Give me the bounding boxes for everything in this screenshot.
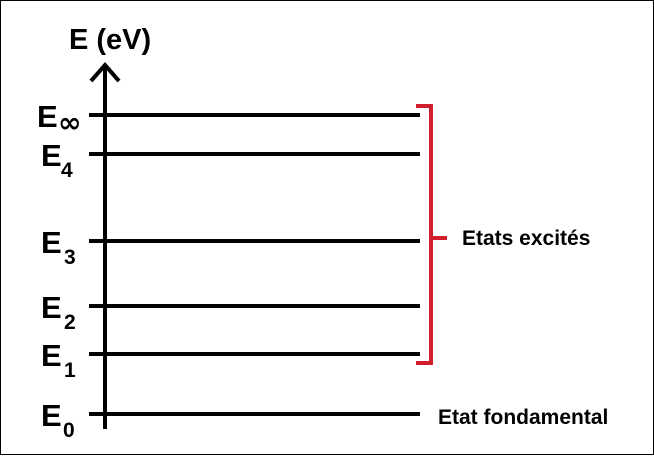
level-subscript: 4	[61, 159, 73, 182]
axis-arrow-icon	[89, 61, 121, 83]
level-label-inf: E ∞	[37, 99, 81, 139]
level-letter: E	[37, 99, 58, 134]
level-label-2: E 2	[41, 290, 76, 334]
axis-title: E (eV)	[69, 24, 151, 56]
infinity-subscript: ∞	[58, 106, 81, 139]
level-subscript: 2	[64, 311, 76, 334]
ground-state-label: Etat fondamental	[438, 406, 608, 429]
level-letter: E	[41, 225, 62, 260]
level-label-4: E 4	[41, 138, 73, 182]
excited-states-label: Etats excités	[462, 227, 590, 250]
level-letter: E	[41, 290, 62, 325]
level-subscript: 0	[63, 419, 75, 442]
level-subscript: 3	[64, 246, 76, 269]
excited-states-bracket	[416, 104, 433, 365]
level-subscript: 1	[64, 359, 76, 382]
level-label-1: E 1	[41, 338, 76, 382]
level-letter: E	[41, 138, 62, 173]
level-letter: E	[41, 338, 62, 373]
level-label-0: E 0	[41, 398, 75, 442]
level-letter: E	[41, 398, 62, 433]
level-label-3: E 3	[41, 225, 76, 269]
